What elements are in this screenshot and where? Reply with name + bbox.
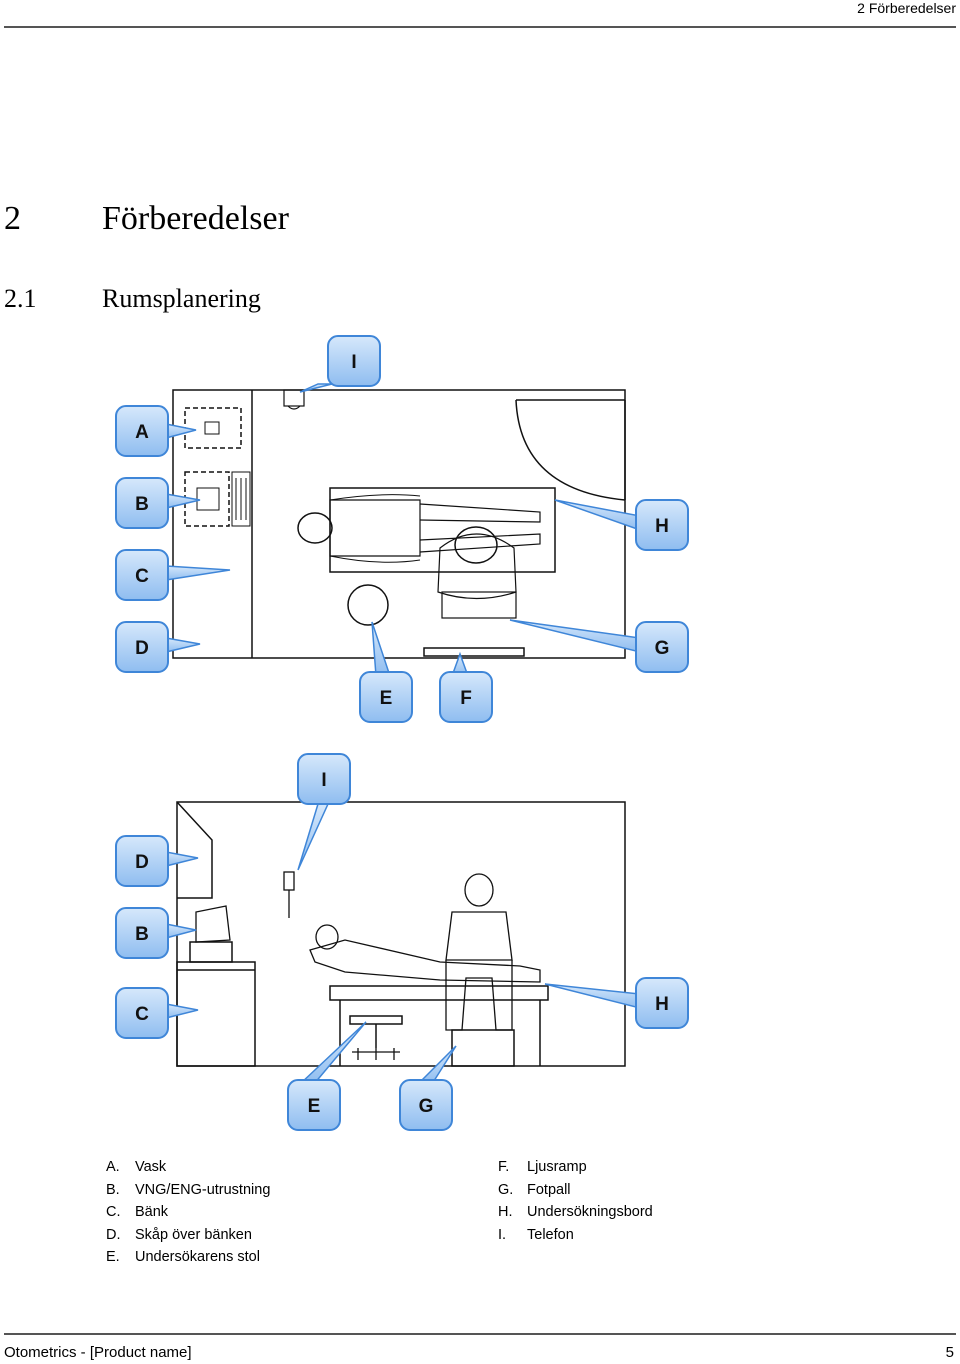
callout-c-bench: C — [115, 549, 231, 601]
callout-label: B — [135, 494, 149, 515]
callout-label: H — [655, 516, 669, 537]
callout-label: C — [135, 1004, 149, 1025]
running-header: 2 Förberedelser — [857, 0, 956, 16]
callout-label: C — [135, 566, 149, 587]
callout-label: D — [135, 852, 149, 873]
section-title: Rumsplanering — [102, 284, 261, 313]
callout-h-exam-table: H — [554, 499, 689, 551]
plan-view-callouts: I A B C D H — [115, 335, 689, 723]
footer-rule — [4, 1333, 956, 1335]
legend-label: Skåp över bänken — [135, 1226, 252, 1243]
callout-b-equipment: B — [115, 907, 197, 959]
legend-label: VNG/ENG-utrustning — [135, 1181, 271, 1198]
callout-d-cabinet: D — [115, 835, 199, 887]
callout-g-footstool: G — [399, 1045, 457, 1131]
side-view-drawing — [176, 801, 626, 1067]
chapter-title: Förberedelser — [102, 200, 289, 237]
legend-key: B. — [106, 1181, 120, 1198]
legend-key: G. — [498, 1181, 514, 1198]
section-number: 2.1 — [4, 284, 37, 313]
legend-label: Ljusramp — [527, 1159, 587, 1175]
callout-g-footstool: G — [509, 619, 689, 673]
callout-label: E — [380, 688, 393, 709]
legend-key: C. — [106, 1204, 121, 1220]
legend-label: Telefon — [527, 1226, 574, 1243]
callout-e-chair: E — [287, 1021, 367, 1131]
callout-c-bench: C — [115, 987, 199, 1039]
callout-label: E — [308, 1096, 321, 1117]
callout-label: I — [351, 352, 356, 373]
page-number: 5 — [945, 1344, 954, 1361]
header-rule — [4, 26, 956, 28]
legend-key: D. — [106, 1226, 121, 1243]
callout-label: F — [460, 688, 472, 709]
callout-i-phone: I — [299, 335, 381, 393]
callout-label: A — [135, 422, 149, 443]
legend-label: Undersökningsbord — [527, 1204, 653, 1220]
callout-e-chair: E — [359, 621, 413, 723]
footer-product: Otometrics - [Product name] — [4, 1344, 192, 1361]
legend-key: F. — [498, 1159, 510, 1175]
legend-key: E. — [106, 1249, 120, 1265]
legend-label: Vask — [135, 1159, 167, 1175]
callout-label: I — [321, 770, 326, 791]
callout-label: H — [655, 994, 669, 1015]
plan-view-drawing — [172, 389, 626, 659]
legend-label: Bänk — [135, 1204, 169, 1220]
callout-b-equipment: B — [115, 477, 201, 529]
callout-f-light-ramp: F — [439, 651, 493, 723]
chapter-number: 2 — [4, 200, 21, 237]
callout-a-sink: A — [115, 405, 197, 457]
callout-h-exam-table: H — [544, 977, 689, 1029]
legend-label: Undersökarens stol — [135, 1249, 260, 1265]
callout-d-cabinet: D — [115, 621, 201, 673]
legend-key: A. — [106, 1159, 120, 1175]
legend-key: H. — [498, 1204, 513, 1220]
callout-label: G — [419, 1096, 434, 1117]
callout-label: D — [135, 638, 149, 659]
callout-label: B — [135, 924, 149, 945]
callout-i-phone: I — [297, 753, 351, 871]
side-view-callouts: I D B C H E — [115, 753, 689, 1131]
legend-key: I. — [498, 1226, 507, 1243]
callout-label: G — [655, 638, 670, 659]
legend-label: Fotpall — [527, 1181, 571, 1198]
